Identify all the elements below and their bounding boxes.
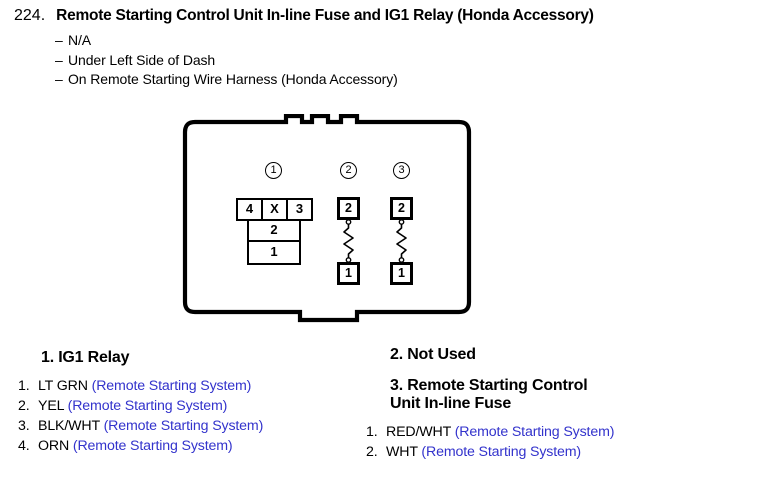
legend-list-1: 1. LT GRN (Remote Starting System) 2. YEL … xyxy=(18,376,358,456)
header-bullet-text: Under Left Side of Dash xyxy=(68,51,216,68)
housing-outline xyxy=(182,114,472,323)
legend-item-system: (Remote Starting System) xyxy=(72,438,233,454)
legend-item-system: (Remote Starting System) xyxy=(454,424,615,440)
legend-item-index: 1. xyxy=(18,378,30,394)
legend-column-right: 2. Not Used 3. Remote Starting Control U… xyxy=(366,346,756,462)
connector3-terminal-2: 2 xyxy=(390,197,413,220)
legend-item: 2. WHT (Remote Starting System) xyxy=(366,442,756,462)
header-bullet-item: –On Remote Starting Wire Harness (Honda … xyxy=(55,70,398,90)
legend-item: 2. YEL (Remote Starting System) xyxy=(18,396,358,416)
fuse-link-icon-3 xyxy=(396,219,407,263)
legend-list-3: 1. RED/WHT (Remote Starting System) 2. WHT… xyxy=(366,422,756,462)
legend-item-system: (Remote Starting System) xyxy=(91,378,252,394)
legend-item-index: 1. xyxy=(366,424,378,440)
legend-heading-3: 3. Remote Starting Control Unit In-line … xyxy=(366,377,756,413)
fuse-link-icon-2 xyxy=(343,219,354,263)
pin-cell-4: 4 xyxy=(236,198,263,221)
legend-item: 1. LT GRN (Remote Starting System) xyxy=(18,376,358,396)
legend-item-index: 2. xyxy=(366,444,378,460)
callout-circle-3: 3 xyxy=(393,162,410,179)
bullet-dash-icon: – xyxy=(55,71,63,87)
legend-item-index: 2. xyxy=(18,398,30,414)
connector2-terminal-1: 1 xyxy=(337,262,360,285)
legend-item-system: (Remote Starting System) xyxy=(421,444,582,460)
header-bullet-item: –Under Left Side of Dash xyxy=(55,51,398,71)
legend-item-wire: LT GRN xyxy=(38,378,88,394)
legend-heading-3-line1: 3. Remote Starting Control xyxy=(390,377,588,394)
legend-item-wire: WHT xyxy=(386,444,418,460)
legend-heading-3-line2: Unit In-line Fuse xyxy=(390,395,512,412)
connector3-terminal-1: 1 xyxy=(390,262,413,285)
legend-column-left: 1. IG1 Relay 1. LT GRN (Remote Starting S… xyxy=(18,349,358,456)
callout-circle-1: 1 xyxy=(265,162,282,179)
pin-cell-x: X xyxy=(261,198,288,221)
legend-item-wire: BLK/WHT xyxy=(38,418,100,434)
pin-cell-3: 3 xyxy=(286,198,313,221)
pin-cell-1: 1 xyxy=(247,240,301,265)
header-bullet-text: N/A xyxy=(68,32,92,48)
bullet-dash-icon: – xyxy=(55,32,63,48)
connector2-terminal-2: 2 xyxy=(337,197,360,220)
header-bullet-text: On Remote Starting Wire Harness (Honda A… xyxy=(68,71,398,87)
title-text: Remote Starting Control Unit In-line Fus… xyxy=(56,7,594,24)
legend-heading-2: 2. Not Used xyxy=(390,346,476,363)
header-bullet-list: –N/A –Under Left Side of Dash –On Remote… xyxy=(55,31,398,90)
legend-item-index: 3. xyxy=(18,418,30,434)
page-title: 224. Remote Starting Control Unit In-lin… xyxy=(14,7,594,25)
legend-item-system: (Remote Starting System) xyxy=(103,418,264,434)
legend-item: 3. BLK/WHT (Remote Starting System) xyxy=(18,416,358,436)
legend-item-wire: ORN xyxy=(38,438,70,454)
pin-cell-2: 2 xyxy=(247,219,301,242)
header-bullet-item: –N/A xyxy=(55,31,398,51)
legend-item: 4. ORN (Remote Starting System) xyxy=(18,436,358,456)
legend-heading-1: 1. IG1 Relay xyxy=(41,349,130,366)
legend-item: 1. RED/WHT (Remote Starting System) xyxy=(366,422,756,442)
bullet-dash-icon: – xyxy=(55,51,63,68)
connector-housing-diagram: 1 2 3 4 X 3 2 1 2 1 2 1 xyxy=(181,114,473,329)
legend-item-wire: RED/WHT xyxy=(386,424,451,440)
callout-circle-2: 2 xyxy=(340,162,357,179)
legend-item-index: 4. xyxy=(18,438,30,454)
legend-item-wire: YEL xyxy=(38,398,64,414)
legend-item-system: (Remote Starting System) xyxy=(67,398,228,414)
title-number: 224. xyxy=(14,7,46,24)
